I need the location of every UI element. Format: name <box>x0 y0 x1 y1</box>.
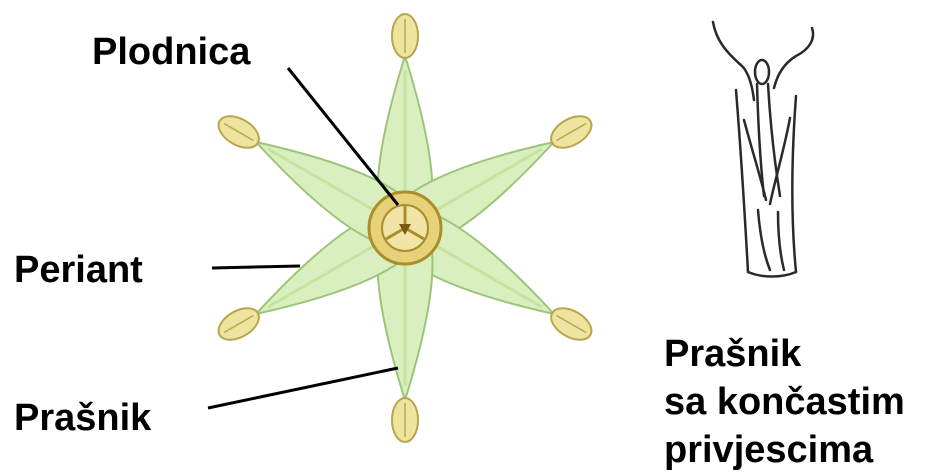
sketch-right-appendage <box>774 28 813 88</box>
sketch-inner-v-left <box>744 120 766 200</box>
stamen-detail-caption: Prašnik sa končastim privjescima <box>664 333 905 471</box>
stamen-label: Prašnik <box>14 397 152 439</box>
stamen-detail-line-3: privjescima <box>664 429 874 471</box>
sketch-left-appendage <box>713 22 754 100</box>
stamen-detail-line-1: Prašnik <box>664 333 802 375</box>
perianth-leader-line <box>212 266 300 268</box>
sketch-anther-tip <box>755 60 769 84</box>
sketch-outer-left <box>736 90 748 272</box>
sketch-outer-right <box>792 96 796 272</box>
stamen-appendage-sketch <box>713 22 813 277</box>
perianth-label: Periant <box>14 249 143 291</box>
stamen-detail-line-2: sa končastim <box>664 381 905 423</box>
sketch-inner-lower <box>758 210 770 270</box>
ovary <box>369 192 441 264</box>
sketch-inner-lower-2 <box>778 212 784 270</box>
sketch-base <box>748 272 796 277</box>
flower-illustration <box>213 14 597 442</box>
sketch-inner-line-2 <box>768 84 780 196</box>
ovary-label: Plodnica <box>92 31 251 73</box>
stamen-leader-line <box>208 368 398 408</box>
